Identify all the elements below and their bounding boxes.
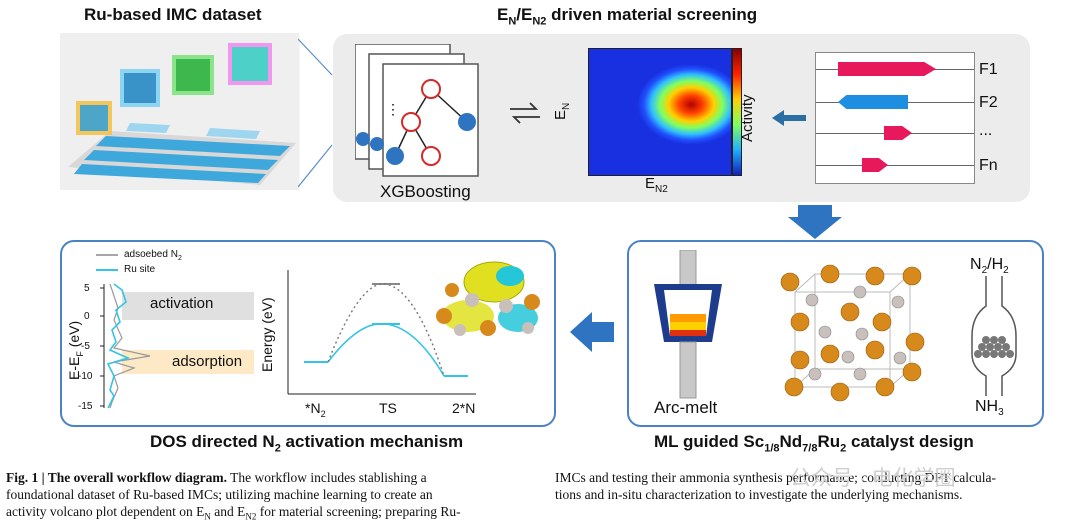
- screening-title: EN/EN2 driven material screening: [497, 5, 758, 28]
- activity-heatmap: [588, 48, 732, 176]
- dos-ylabel: E-EF (eV): [66, 320, 85, 380]
- arc-melt-furnace-icon: [654, 250, 722, 399]
- swap-arrows-icon: [510, 102, 540, 124]
- feature-label-f1: F1: [979, 61, 998, 78]
- xgboost-label: XGBoosting: [380, 182, 471, 201]
- heatmap-ylabel: EN: [552, 102, 572, 120]
- energy-profile-plot: [287, 270, 476, 395]
- mechanism-title: DOS directed N2 activation mechanism: [150, 432, 464, 455]
- dos-tick-m15: -15: [78, 401, 93, 412]
- dos-tick-m5: -5: [81, 341, 90, 352]
- feature-label-fn: Fn: [979, 157, 998, 174]
- crystal-structure-icon: [780, 264, 925, 402]
- caption-left: Fig. 1 | The overall workflow diagram. T…: [6, 470, 461, 522]
- feature-bar-f1: [838, 62, 936, 76]
- dos-tick-m10: -10: [78, 371, 93, 382]
- dataset-title: Ru-based IMC dataset: [84, 5, 262, 24]
- heatmap-xlabel: EN2: [645, 175, 668, 195]
- feature-bar-f3: [884, 126, 912, 140]
- reactor-top-label: N2/H2: [970, 256, 1009, 277]
- feature-label-f2: F2: [979, 94, 998, 111]
- feature-label-dots: ...: [979, 122, 993, 139]
- dos-legend-lines: [96, 254, 118, 271]
- design-title: ML guided Sc1/8Nd7/8Ru2 catalyst design: [654, 432, 974, 455]
- energy-xtick-n2: *N2: [305, 400, 326, 419]
- caption-right: IMCs and testing their ammonia synthesis…: [555, 470, 997, 502]
- legend-ru-site: Ru site: [124, 264, 156, 275]
- feature-importance-chart: [815, 52, 975, 184]
- watermark: 公众号 · 电化学圈: [790, 467, 956, 490]
- adsorption-label: adsorption: [172, 353, 243, 370]
- colorbar: [732, 48, 742, 176]
- feature-bar-f2: [838, 95, 908, 109]
- left-arrow: [570, 312, 614, 352]
- xgboost-trees-icon: ⋮: [355, 44, 479, 177]
- dos-plot: [100, 283, 254, 409]
- zoom-connector-lines: [298, 38, 333, 188]
- legend-adsorbed-n2: adsoebed N2: [124, 249, 182, 262]
- dos-tick-0: 0: [84, 311, 90, 322]
- charge-density-illustration: [436, 261, 540, 336]
- energy-xtick-2n: 2*N: [452, 400, 476, 416]
- feature-to-map-arrow: [772, 110, 806, 126]
- energy-ylabel: Energy (eV): [259, 297, 275, 372]
- reactor-bottom-label: NH3: [975, 398, 1004, 419]
- arc-melt-label: Arc-melt: [654, 398, 718, 417]
- energy-xtick-ts: TS: [379, 400, 397, 416]
- svg-text:⋮: ⋮: [386, 101, 400, 117]
- reactor-tube-icon: [971, 276, 1017, 396]
- down-arrow: [788, 205, 842, 239]
- activation-label: activation: [150, 295, 214, 312]
- periodic-table-illustration: [60, 33, 300, 190]
- feature-bar-fn: [862, 158, 888, 172]
- dos-tick-5: 5: [84, 283, 90, 294]
